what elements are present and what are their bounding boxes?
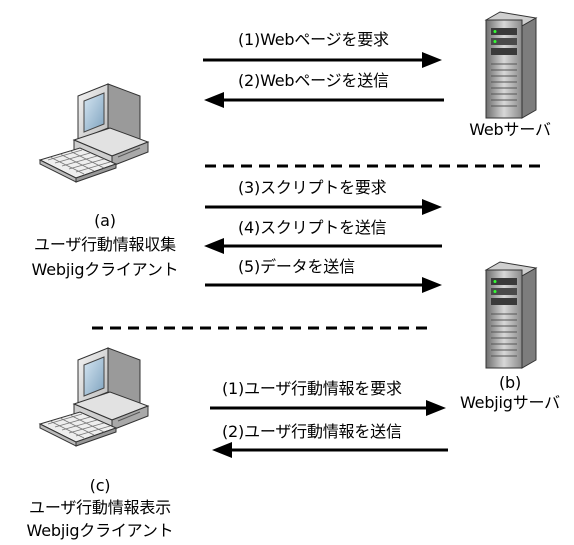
- client-a-subtitle: Webjigクライアント: [31, 260, 179, 279]
- arrow-send-data: [205, 277, 442, 293]
- webjig-server-icon: [485, 261, 537, 369]
- label-send-data: (5)データを送信: [238, 257, 355, 276]
- client-a-title: ユーザ行動情報収集: [34, 235, 176, 254]
- label-request-web-page: (1)Webページを要求: [238, 30, 389, 49]
- arrow-send-script: [204, 238, 442, 254]
- client-a-computer-icon: [39, 83, 149, 183]
- arrow-send-behavior-info: [212, 442, 448, 458]
- client-a-tag: (a): [94, 211, 116, 230]
- arrow-request-behavior-info: [210, 400, 446, 416]
- webjig-server-tag: (b): [498, 373, 522, 392]
- client-c-computer-icon: [39, 347, 149, 447]
- web-server-icon: [485, 11, 537, 119]
- webjig-server-label: Webjigサーバ: [460, 393, 560, 412]
- label-request-script: (3)スクリプトを要求: [238, 178, 387, 197]
- label-send-behavior-info: (2)ユーザ行動情報を送信: [222, 422, 402, 441]
- label-request-behavior-info: (1)ユーザ行動情報を要求: [222, 379, 402, 398]
- arrow-request-web-page: [203, 52, 442, 68]
- arrow-request-script: [205, 199, 442, 215]
- client-c-tag: (c): [89, 476, 111, 495]
- label-send-script: (4)スクリプトを送信: [238, 218, 387, 237]
- label-send-web-page: (2)Webページを送信: [238, 71, 389, 90]
- client-c-subtitle: Webjigクライアント: [26, 521, 174, 540]
- arrow-send-web-page: [204, 92, 444, 108]
- client-c-title: ユーザ行動情報表示: [29, 498, 171, 517]
- web-server-label: Webサーバ: [469, 120, 551, 139]
